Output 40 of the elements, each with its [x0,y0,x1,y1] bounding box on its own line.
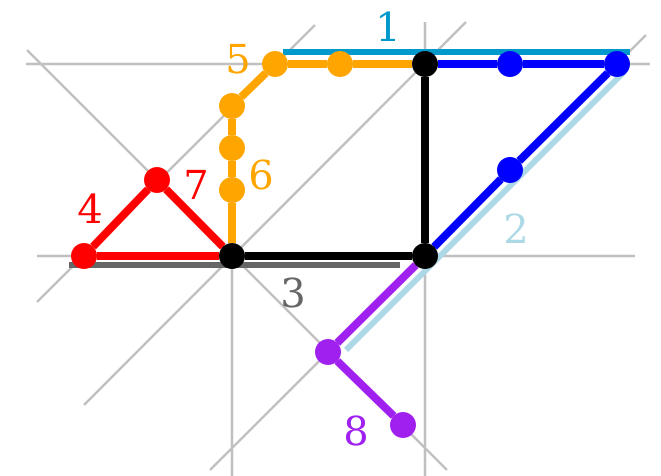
line-segment [334,262,419,346]
line-segment [334,358,396,419]
number-label: 4 [77,190,103,230]
station-dot [412,51,438,77]
number-label: 2 [503,210,529,250]
line-segment [438,60,497,68]
station-dot [497,157,523,183]
line-segment [97,252,219,260]
station-dot [262,51,288,77]
line-segment [228,119,236,135]
station-dot [219,243,245,269]
number-label: 3 [280,274,306,314]
station-dot [144,167,170,193]
station-dot [219,135,245,161]
number-label: 1 [375,8,401,48]
line-segment [523,60,604,68]
line-segment [288,60,327,68]
number-label: 8 [343,412,369,452]
number-label: 6 [248,156,274,196]
station-dot [497,51,523,77]
line-segment [353,60,412,68]
line-segment [228,203,236,243]
station-dot [327,51,353,77]
line-segment [90,186,151,250]
line-segment [431,176,504,250]
station-dot [315,339,341,365]
station-dot [412,243,438,269]
station-dot [390,412,416,438]
number-label: 5 [225,40,251,80]
line-segment [228,161,236,177]
station-dot [219,93,245,119]
line-segment [516,70,611,164]
line-segment [245,252,412,260]
station-dot [604,51,630,77]
line-segment [163,186,226,250]
station-dot [219,177,245,203]
number-label: 7 [183,166,209,206]
station-dot [71,243,97,269]
line-segment [238,70,268,100]
line-segment [421,77,429,243]
